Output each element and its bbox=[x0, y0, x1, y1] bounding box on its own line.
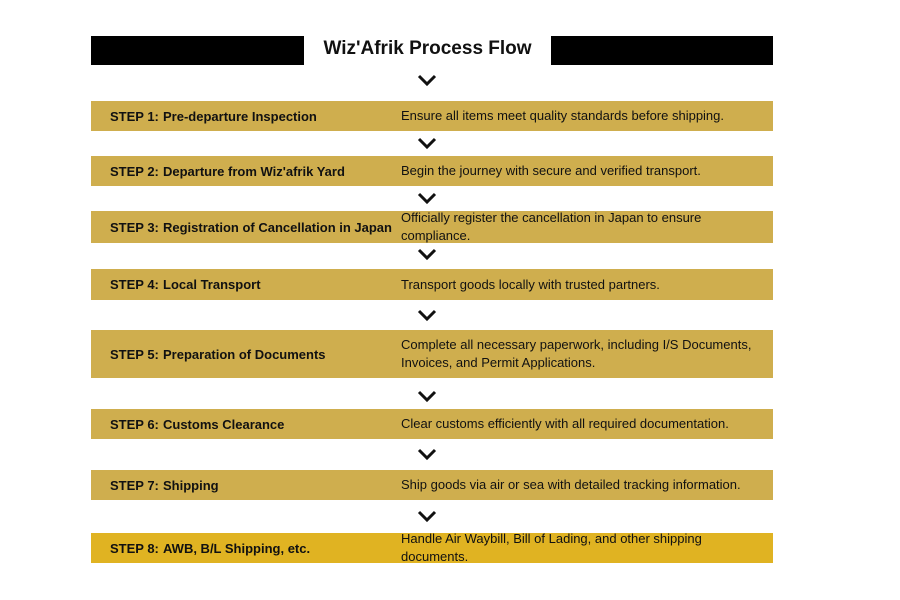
step-number: STEP 1: bbox=[110, 108, 159, 124]
step-number: STEP 2: bbox=[110, 163, 159, 179]
step-name: Registration of Cancellation in Japan bbox=[163, 219, 392, 235]
step-label: STEP 4: Local Transport bbox=[110, 277, 261, 292]
step-name: Preparation of Documents bbox=[163, 346, 326, 362]
step-number: STEP 5: bbox=[110, 346, 159, 362]
step-name: AWB, B/L Shipping, etc. bbox=[163, 540, 311, 556]
chevron-down-icon bbox=[417, 248, 437, 261]
step-label: STEP 5:Preparation of Documents bbox=[110, 347, 326, 362]
step-description: Handle Air Waybill, Bill of Lading, and … bbox=[401, 531, 702, 564]
step-row: STEP 6:Customs Clearance Clear customs e… bbox=[91, 409, 773, 439]
step-row: STEP 1:Pre-departure Inspection Ensure a… bbox=[91, 101, 773, 131]
step-description: Complete all necessary paperwork, includ… bbox=[401, 337, 752, 370]
step-label: STEP 7:Shipping bbox=[110, 478, 219, 493]
chevron-down-icon bbox=[417, 448, 437, 461]
step-label: STEP 3:Registration of Cancellation in J… bbox=[110, 220, 392, 235]
page-title: Wiz'Afrik Process Flow bbox=[323, 38, 532, 59]
step-number: STEP 7: bbox=[110, 477, 159, 493]
step-label: STEP 2:Departure from Wiz'afrik Yard bbox=[110, 164, 345, 179]
step-description: Begin the journey with secure and verifi… bbox=[401, 163, 701, 178]
chevron-down-icon bbox=[417, 510, 437, 523]
step-row: STEP 8:AWB, B/L Shipping, etc. Handle Ai… bbox=[91, 531, 773, 564]
step-label: STEP 8:AWB, B/L Shipping, etc. bbox=[110, 541, 310, 556]
step-name: Departure from Wiz'afrik Yard bbox=[163, 163, 345, 179]
chevron-down-icon bbox=[417, 390, 437, 403]
chevron-down-icon bbox=[417, 309, 437, 322]
step-number: STEP 6: bbox=[110, 416, 159, 432]
step-description: Officially register the cancellation in … bbox=[401, 210, 702, 243]
step-row: STEP 5:Preparation of Documents Complete… bbox=[91, 330, 773, 378]
step-description: Ship goods via air or sea with detailed … bbox=[401, 477, 741, 492]
step-description: Transport goods locally with trusted par… bbox=[401, 276, 660, 292]
step-number: STEP 3: bbox=[110, 219, 159, 235]
step-row: STEP 4: Local Transport Transport goods l… bbox=[91, 269, 773, 300]
step-name: Shipping bbox=[163, 477, 219, 493]
chevron-down-icon bbox=[417, 137, 437, 150]
step-name: Local Transport bbox=[163, 277, 261, 292]
step-row: STEP 3:Registration of Cancellation in J… bbox=[91, 210, 773, 243]
step-row: STEP 7:Shipping Ship goods via air or se… bbox=[91, 470, 773, 500]
redacted-block-left bbox=[91, 36, 304, 65]
step-number: STEP 4: bbox=[110, 277, 159, 292]
step-row: STEP 2:Departure from Wiz'afrik Yard Beg… bbox=[91, 156, 773, 186]
step-label: STEP 1:Pre-departure Inspection bbox=[110, 109, 317, 124]
step-name: Customs Clearance bbox=[163, 416, 285, 432]
step-description: Clear customs efficiently with all requi… bbox=[401, 416, 729, 431]
step-number: STEP 8: bbox=[110, 540, 159, 556]
step-label: STEP 6:Customs Clearance bbox=[110, 417, 284, 432]
step-name: Pre-departure Inspection bbox=[163, 108, 317, 124]
chevron-down-icon bbox=[417, 74, 437, 87]
redacted-block-right bbox=[551, 36, 773, 65]
chevron-down-icon bbox=[417, 192, 437, 205]
step-description: Ensure all items meet quality standards … bbox=[401, 108, 725, 123]
